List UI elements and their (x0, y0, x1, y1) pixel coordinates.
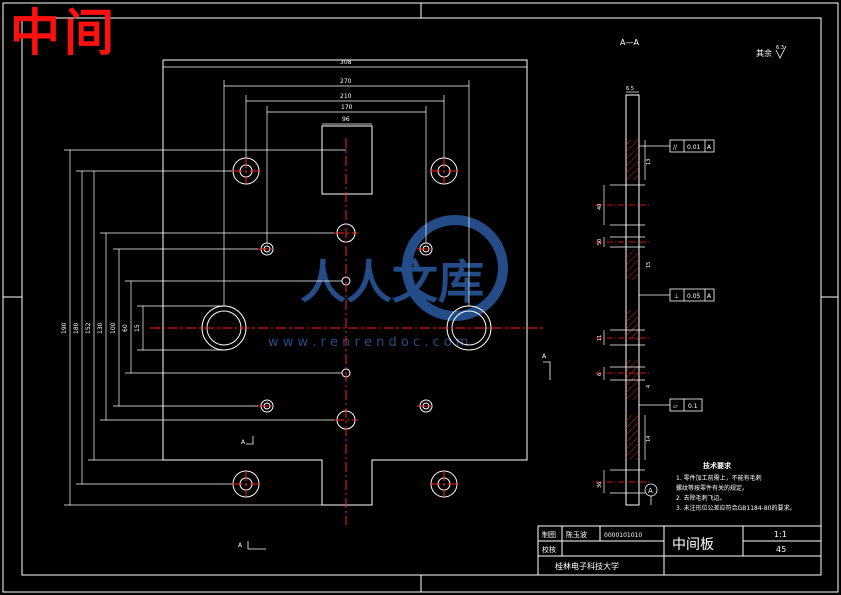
tol-1-symbol: // (673, 144, 678, 151)
tech-notes: 技术要求 1. 零件加工前需上，不能有毛刺 螺纹等按零件有关的规定。 2. 去除… (676, 461, 795, 512)
surface-finish: 其余 6.3 (756, 45, 787, 59)
overlay-label: 中间 (10, 4, 118, 62)
dim-side-7: 15 (646, 262, 652, 268)
surface-finish-value: 6.3 (776, 45, 784, 51)
section-mark-a2: A (238, 542, 243, 549)
top-dimension-lines (163, 66, 527, 306)
tolerance-texts: // 0.01 A ⊥ 0.05 A ▱ 0.1 A (648, 144, 712, 495)
surface-finish-icon (775, 45, 787, 59)
dim-left-4: 130 (97, 322, 104, 334)
tb-part-name: 中间板 (672, 537, 714, 553)
dim-top-2: 270 (340, 78, 352, 85)
watermark: 人人文库 w w w . r e n r e n d o c . c o m (268, 215, 508, 350)
dim-side-3: 50 (597, 239, 603, 245)
datum-mark: A (648, 487, 653, 495)
title-block (537, 525, 822, 576)
tb-drawn-name: 陈玉波 (566, 530, 587, 539)
title-block-texts: 制图 陈玉波 0000101010 校核 中间板 1:1 45 桂林电子科技大学 (542, 530, 787, 571)
dim-side-4: 11 (597, 335, 603, 341)
tol-2-value: 0.05 (687, 293, 701, 300)
tb-drawn-label: 制图 (542, 530, 556, 539)
tolerance-frames (639, 139, 715, 505)
tol-2-datum: A (707, 293, 712, 300)
dim-left-6: 60 (122, 324, 129, 332)
dim-left-7: 15 (134, 324, 141, 332)
tol-1-datum: A (707, 144, 712, 151)
dim-side-9: 14 (646, 436, 652, 442)
tol-1-value: 0.01 (687, 144, 701, 151)
section-markers (246, 361, 551, 550)
center-slot (321, 125, 373, 195)
dim-left-5: 100 (110, 322, 117, 334)
dim-top-3: 210 (340, 93, 352, 100)
watermark-url: w w w . r e n r e n d o c . c o m (268, 335, 469, 350)
section-mark-a1: A (241, 439, 246, 446)
center-lines (150, 138, 545, 525)
surface-finish-note: 其余 (756, 48, 772, 58)
left-dimension-lines (64, 149, 346, 506)
dim-left-1: 190 (61, 322, 68, 334)
tol-2-symbol: ⊥ (674, 293, 679, 300)
left-dimension-texts: 190 180 152 130 100 60 15 (61, 322, 141, 334)
dim-side-5: 6 (597, 373, 603, 376)
dim-side-10: 36 (597, 482, 603, 488)
tb-material: 45 (776, 545, 786, 554)
dim-top-1: 308 (340, 59, 352, 66)
watermark-text: 人人文库 (300, 255, 484, 309)
dim-top-4: 170 (341, 104, 353, 111)
tech-note-4: 3. 未注形位公差应符合GB1184-80的要求。 (676, 504, 795, 512)
tech-note-1: 1. 零件加工前需上，不能有毛刺 (676, 474, 762, 482)
tech-note-2: 螺纹等按零件有关的规定。 (676, 484, 748, 492)
tech-note-3: 2. 去除毛刺飞边。 (676, 494, 726, 502)
section-mark-a3: A (542, 353, 547, 360)
tb-check-label: 校核 (542, 545, 556, 554)
dim-side-6: 13 (646, 159, 652, 165)
dim-top-5: 96 (342, 116, 350, 123)
top-dimension-texts: 308 270 210 170 96 (340, 59, 353, 123)
dim-side-1: 6.5 (626, 86, 634, 92)
section-view: 6.5 40 50 11 6 13 15 4 14 36 (596, 86, 652, 506)
dim-side-2: 40 (597, 204, 603, 210)
tol-3-symbol: ▱ (673, 403, 678, 410)
section-title: A—A (620, 38, 639, 47)
tol-3-value: 0.1 (688, 403, 698, 410)
dim-left-2: 180 (73, 322, 80, 334)
tb-drawing-no: 0000101010 (604, 532, 642, 539)
tb-scale: 1:1 (774, 530, 787, 539)
tech-notes-title: 技术要求 (703, 461, 732, 470)
dim-side-8: 4 (646, 385, 652, 388)
dim-left-3: 152 (85, 322, 92, 334)
tb-school: 桂林电子科技大学 (555, 561, 619, 571)
